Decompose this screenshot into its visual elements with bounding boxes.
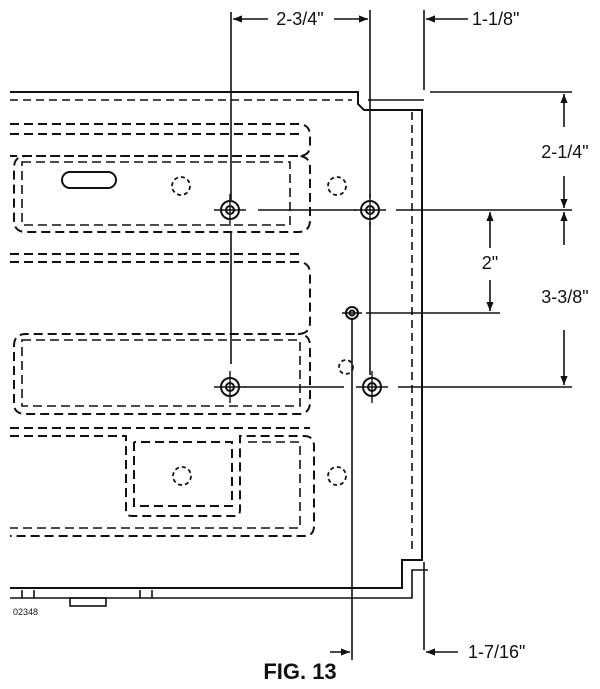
dashed-holes	[171, 176, 354, 486]
extension-lines	[230, 10, 572, 660]
dim-label-upper-vertical: 2-1/4"	[541, 142, 588, 162]
chassis-outline	[10, 91, 428, 599]
bottom-tabs	[21, 590, 153, 607]
dim-label-inner-vertical: 2"	[482, 253, 498, 273]
dimension-arrows	[233, 15, 568, 656]
slot	[61, 171, 117, 189]
dim-label-lower-vertical: 3-3/8"	[541, 287, 588, 307]
dim-label-right-offset: 1-1/8"	[472, 9, 519, 29]
dashed-panels	[10, 123, 315, 537]
mounting-holes	[214, 194, 388, 403]
figure-caption: FIG. 13	[263, 659, 336, 684]
dim-label-top-spacing: 2-3/4"	[276, 9, 323, 29]
part-number: 02348	[13, 607, 38, 617]
dim-label-bottom-offset: 1-7/16"	[468, 642, 525, 662]
